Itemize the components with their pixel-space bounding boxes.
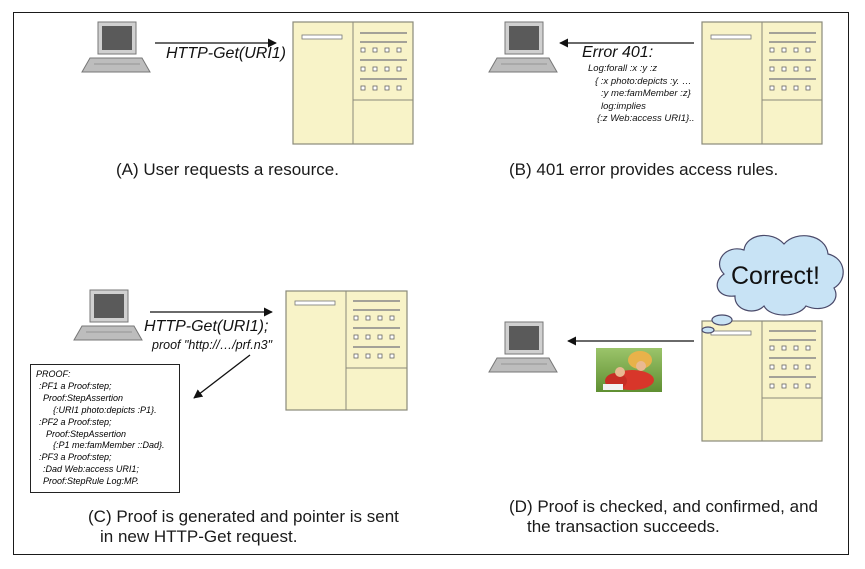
proof-line: {:URI1 photo:depicts :P1}. bbox=[53, 404, 157, 415]
thought-cloud bbox=[701, 234, 844, 334]
server-document-b bbox=[701, 21, 823, 145]
proof-box: PROOF: :PF1 a Proof:step; Proof:StepAsse… bbox=[30, 364, 180, 493]
proof-line: PROOF: bbox=[36, 369, 71, 379]
proof-line: Proof:StepAssertion bbox=[43, 392, 124, 403]
proof-line: Proof:StepRule Log:MP. bbox=[43, 476, 139, 487]
caption-d-line-2: the transaction succeeds. bbox=[527, 517, 720, 536]
correct-thought-text: Correct! bbox=[731, 262, 820, 290]
caption-b: (B) 401 error provides access rules. bbox=[509, 160, 779, 179]
proof-pointer-arrow bbox=[193, 354, 251, 399]
rule-line-5: {:z Web:access URI1}.. bbox=[597, 113, 695, 124]
proof-line: :PF2 a Proof:step; bbox=[39, 416, 112, 427]
caption-c-line-2: in new HTTP-Get request. bbox=[100, 527, 298, 546]
server-document-a bbox=[292, 21, 414, 145]
rule-line-4: log:implies bbox=[601, 100, 646, 112]
http-get-request-a: HTTP-Get(URI1) bbox=[166, 45, 286, 62]
proof-line: :PF3 a Proof:step; bbox=[39, 452, 112, 463]
caption-d-line-1: (D) Proof is checked, and confirmed, and bbox=[509, 497, 818, 516]
rule-line-2: { :x photo:depicts :y. … bbox=[595, 75, 692, 87]
rule-line-3: :y me:famMember :z} bbox=[601, 88, 691, 99]
laptop-icon-b bbox=[488, 21, 558, 73]
laptop-icon-c bbox=[73, 289, 143, 341]
proof-line: {:P1 me:famMember ::Dad}. bbox=[53, 440, 165, 451]
http-get-request-c: HTTP-Get(URI1); bbox=[144, 318, 269, 335]
photo-thumbnail bbox=[596, 348, 662, 392]
caption-a: (A) User requests a resource. bbox=[116, 160, 339, 179]
proof-line: :Dad Web:access URI1; bbox=[43, 464, 139, 475]
proof-line: Proof:StepAssertion bbox=[46, 428, 127, 439]
laptop-icon-d bbox=[488, 321, 558, 373]
server-document-d bbox=[701, 320, 823, 442]
laptop-icon-a bbox=[81, 21, 151, 73]
caption-c-line-1: (C) Proof is generated and pointer is se… bbox=[88, 507, 399, 526]
proof-line: :PF1 a Proof:step; bbox=[39, 380, 112, 391]
rule-line-1: Log:forall :x :y :z bbox=[588, 63, 658, 74]
proof-pointer-text: proof "http://…/prf.n3" bbox=[152, 338, 273, 352]
server-document-c bbox=[285, 290, 408, 411]
diagram-frame bbox=[13, 12, 849, 555]
error-401-title: Error 401: bbox=[582, 44, 654, 61]
